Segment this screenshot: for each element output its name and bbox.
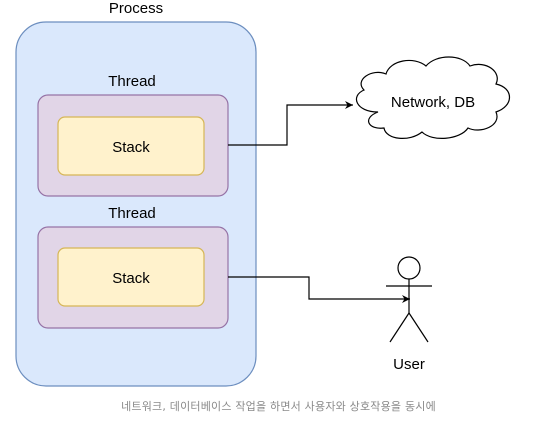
stack-1-box: [57, 116, 205, 176]
diagram-caption: 네트워크, 데이터베이스 작업을 하면서 사용자와 상호작용을 동시에: [121, 400, 436, 413]
stack-1-label: Stack: [112, 139, 150, 156]
stack-2-label: Stack: [112, 270, 150, 287]
thread-2-to-user-arrow: [228, 276, 410, 303]
thread-1-to-network-arrow: [228, 101, 353, 146]
network-db-label: Network, DB: [391, 94, 475, 111]
user-label: User: [393, 356, 425, 373]
thread-1-label: Thread: [108, 73, 156, 90]
network-db-cloud: [355, 56, 511, 139]
stack-2-box: [57, 247, 205, 307]
user-actor-icon: [386, 256, 432, 343]
thread-2-label: Thread: [108, 205, 156, 222]
process-label: Process: [109, 0, 163, 17]
